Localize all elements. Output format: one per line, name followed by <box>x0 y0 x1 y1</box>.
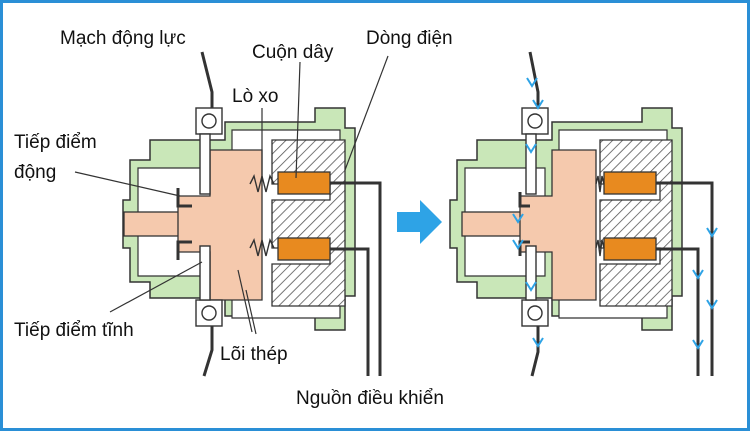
coil-upper-right <box>603 171 657 195</box>
label-moving-contact-1: Tiếp điểm <box>14 132 97 153</box>
label-coil: Cuộn dây <box>252 42 334 63</box>
spring-lower-right <box>595 239 605 257</box>
chevron-down-icon <box>512 213 524 224</box>
iron-core-right <box>599 139 673 307</box>
chevron-down-icon <box>692 269 704 280</box>
label-moving-contact-2: động <box>14 162 56 183</box>
chevron-down-icon <box>525 143 537 154</box>
coil-lower-left <box>277 237 331 261</box>
control-wire-left-1 <box>330 181 382 376</box>
chevron-down-icon <box>706 299 718 310</box>
leader-core-1 <box>237 269 253 333</box>
control-wire-left-2 <box>330 247 370 376</box>
power-wire-top-right <box>528 51 540 108</box>
label-spring: Lò xo <box>232 86 278 107</box>
iron-core-left <box>271 139 346 307</box>
control-wire-right-2 <box>656 247 700 376</box>
label-current: Dòng điện <box>366 28 453 49</box>
chevron-down-icon <box>526 77 538 88</box>
chevron-down-icon <box>525 281 537 292</box>
contactor-energized <box>449 51 718 377</box>
label-power-circuit: Mạch động lực <box>60 28 186 49</box>
leader-core-2 <box>245 289 257 335</box>
power-wire-bottom-right <box>530 326 540 377</box>
leader-moving-contact <box>74 171 181 197</box>
coil-upper-left <box>277 171 331 195</box>
chevron-down-icon <box>512 239 524 250</box>
leader-current <box>344 55 389 171</box>
power-wire-top-left <box>200 51 214 108</box>
label-control-source: Nguồn điều khiển <box>296 388 444 409</box>
arrow-right-icon <box>397 200 442 244</box>
control-wire-right-1 <box>656 181 714 376</box>
chevron-down-icon <box>532 337 544 348</box>
leader-fixed-contact <box>109 261 203 313</box>
chevron-down-icon <box>706 227 718 238</box>
coil-lower-right <box>603 237 657 261</box>
label-fixed-contact: Tiếp điểm tĩnh <box>14 320 134 341</box>
chevron-down-icon <box>532 99 544 110</box>
power-wire-bottom-left <box>202 326 214 377</box>
chevron-down-icon <box>692 339 704 350</box>
spring-lower-left <box>249 237 275 257</box>
label-iron-core: Lõi thép <box>220 344 288 365</box>
spring-upper-right <box>595 175 605 193</box>
leader-coil <box>295 61 301 179</box>
